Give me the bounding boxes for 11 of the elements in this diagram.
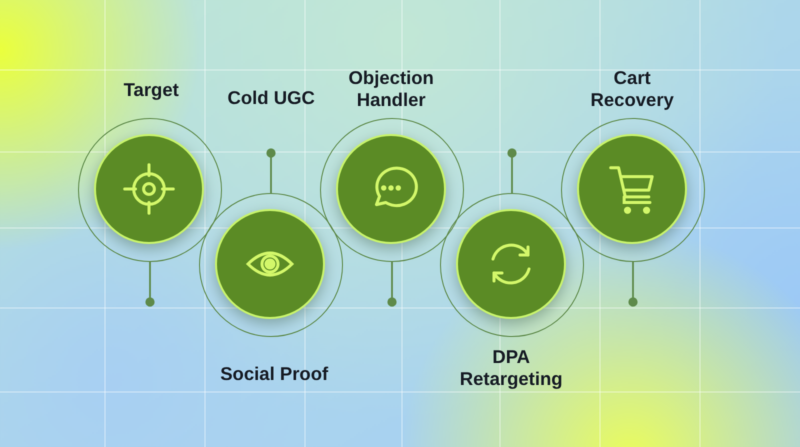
stem-line xyxy=(507,148,517,193)
stem-line xyxy=(628,262,638,307)
stem-line xyxy=(387,262,397,307)
step-label: Target xyxy=(124,79,179,102)
stem-line xyxy=(266,148,276,193)
step-label: DPA Retargeting xyxy=(458,346,564,390)
stem-line xyxy=(145,262,155,307)
step-label: Cold UGC xyxy=(228,87,315,110)
step-label: Cart Recovery xyxy=(590,67,675,112)
step-label: Objection Handler xyxy=(348,67,435,112)
step-label: Social Proof xyxy=(220,363,328,386)
